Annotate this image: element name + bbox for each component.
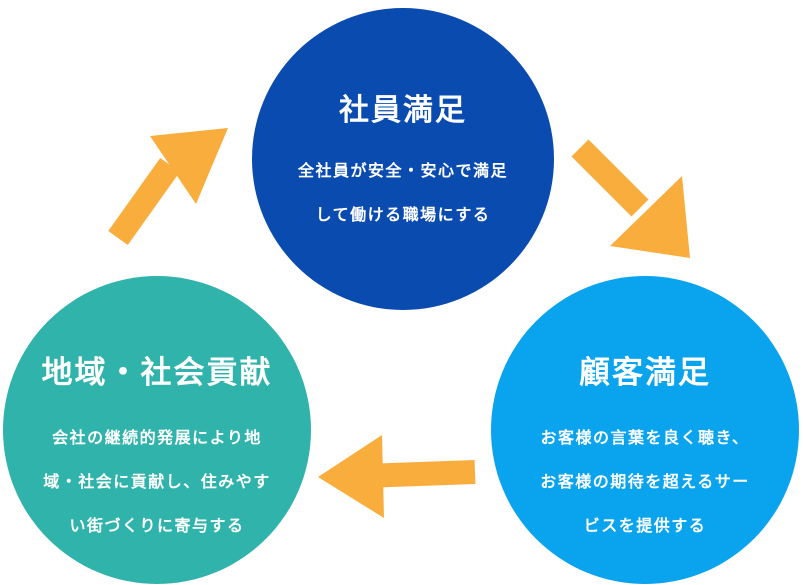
employee-satisfaction-title: 社員満足: [339, 93, 467, 128]
customer-satisfaction-circle: 顧客満足 お客様の言葉を良く聴き、 お客様の期待を超えるサー ビスを提供する: [491, 276, 799, 584]
customer-satisfaction-title: 顧客満足: [579, 355, 711, 391]
community-contribution-title: 地域・社会貢献: [41, 355, 273, 391]
employee-description-line: 全社員が安全・安心で満足: [297, 161, 508, 180]
society-description-line: い街づくりに寄与する: [69, 516, 245, 535]
employee-satisfaction-circle: 社員満足 全社員が安全・安心で満足 して働ける職場にする: [252, 8, 554, 310]
arrow-employee-to-customer: [571, 139, 690, 258]
customer-description-line: ビスを提供する: [583, 516, 707, 535]
society-description-line: 会社の継続的発展により地: [52, 428, 262, 447]
arrow-society-to-employee: [108, 128, 228, 245]
customer-description-line: お客様の期待を超えるサー: [540, 472, 750, 491]
customer-satisfaction-description: お客様の言葉を良く聴き、 お客様の期待を超えるサー ビスを提供する: [491, 416, 799, 548]
society-description-line: 域・社会に貢献し、住みやす: [43, 472, 271, 491]
employee-description-line: して働ける職場にする: [315, 205, 491, 224]
community-contribution-circle: 地域・社会貢献 会社の継続的発展により地 域・社会に貢献し、住みやす い街づくり…: [3, 276, 311, 584]
arrow-customer-to-society: [318, 435, 476, 518]
community-contribution-description: 会社の継続的発展により地 域・社会に貢献し、住みやす い街づくりに寄与する: [3, 416, 311, 548]
customer-description-line: お客様の言葉を良く聴き、: [540, 428, 750, 447]
employee-satisfaction-description: 全社員が安全・安心で満足 して働ける職場にする: [252, 149, 554, 237]
